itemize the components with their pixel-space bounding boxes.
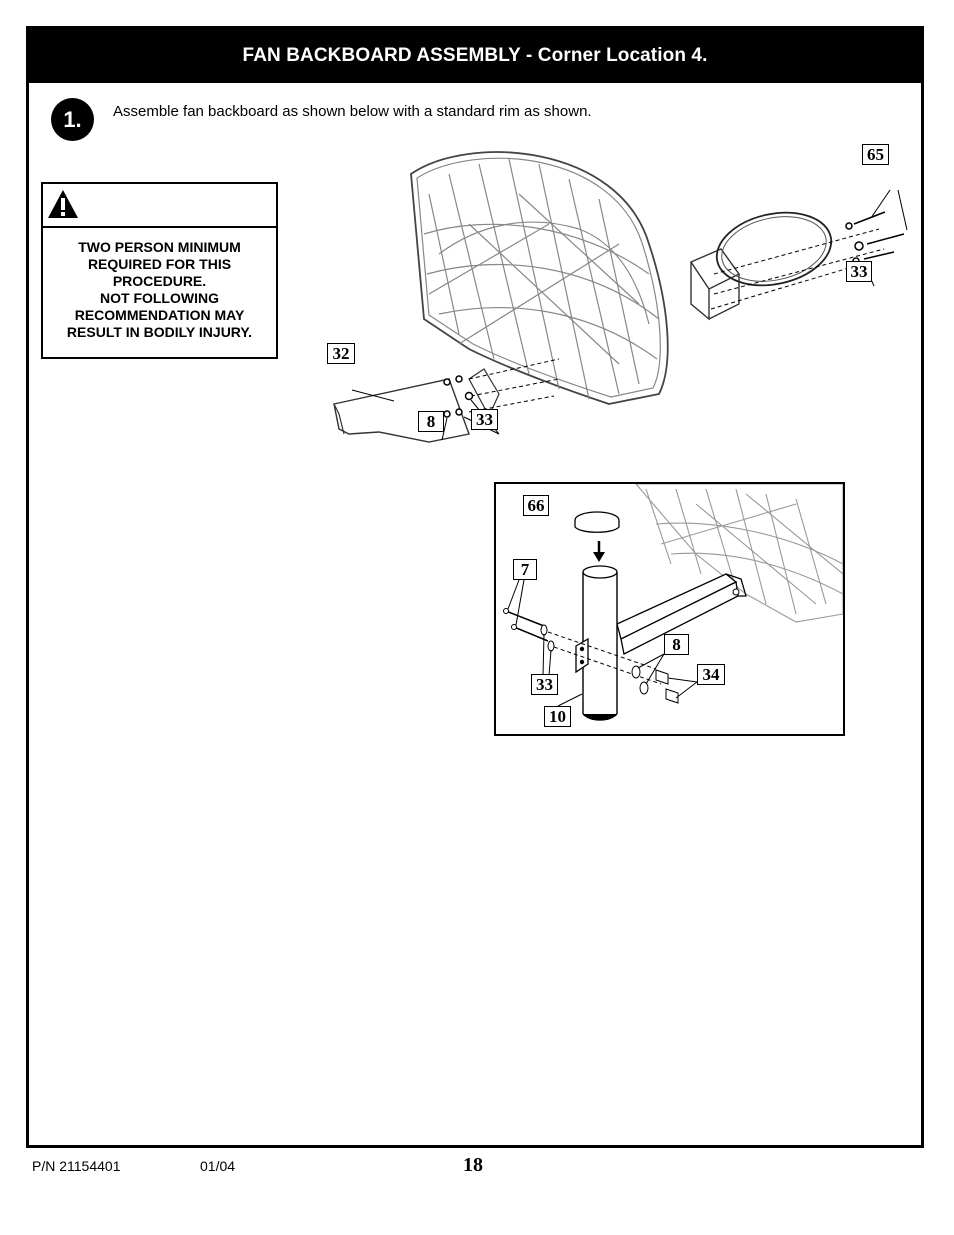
step-instruction: Assemble fan backboard as shown below wi…: [113, 103, 592, 120]
backboard-exploded-diagram: [333, 151, 908, 443]
page-frame: FAN BACKBOARD ASSEMBLY - Corner Location…: [26, 26, 924, 1148]
page-number: 18: [463, 1154, 483, 1176]
footer-date: 01/04: [200, 1158, 236, 1174]
callout-32: 32: [327, 343, 355, 364]
callout-65: 65: [862, 144, 889, 165]
callout-10: 10: [544, 706, 571, 727]
warning-text: TWO PERSON MINIMUM REQUIRED FOR THIS PRO…: [43, 228, 276, 341]
warning-header: [43, 184, 276, 228]
warning-box: TWO PERSON MINIMUM REQUIRED FOR THIS PRO…: [41, 182, 278, 359]
callout-8: 8: [418, 411, 444, 432]
callout-33-arm: 33: [471, 409, 498, 430]
warning-line: RESULT IN BODILY INJURY.: [66, 324, 253, 340]
warning-line: PROCEDURE.: [112, 273, 207, 289]
callout-66: 66: [523, 495, 549, 516]
warning-line: RECOMMENDATION MAY: [74, 307, 245, 323]
warning-line: NOT FOLLOWING: [100, 290, 219, 306]
callout-7: 7: [513, 559, 537, 580]
callout-33-rim: 33: [846, 261, 872, 282]
callout-8-inset: 8: [664, 634, 689, 655]
pole-mount-inset: 66 7 8 34 33 10: [494, 482, 845, 736]
warning-triangle-icon: [48, 190, 78, 218]
callout-33-inset: 33: [531, 674, 558, 695]
warning-line: TWO PERSON MINIMUM: [78, 239, 241, 255]
footer-part-number: P/N 21154401: [32, 1158, 121, 1174]
warning-line: REQUIRED FOR THIS: [87, 256, 232, 272]
page-title: FAN BACKBOARD ASSEMBLY - Corner Location…: [29, 29, 921, 83]
callout-34: 34: [697, 664, 725, 685]
pole-mount-diagram: [503, 484, 843, 721]
step-number-badge: 1.: [51, 98, 94, 141]
